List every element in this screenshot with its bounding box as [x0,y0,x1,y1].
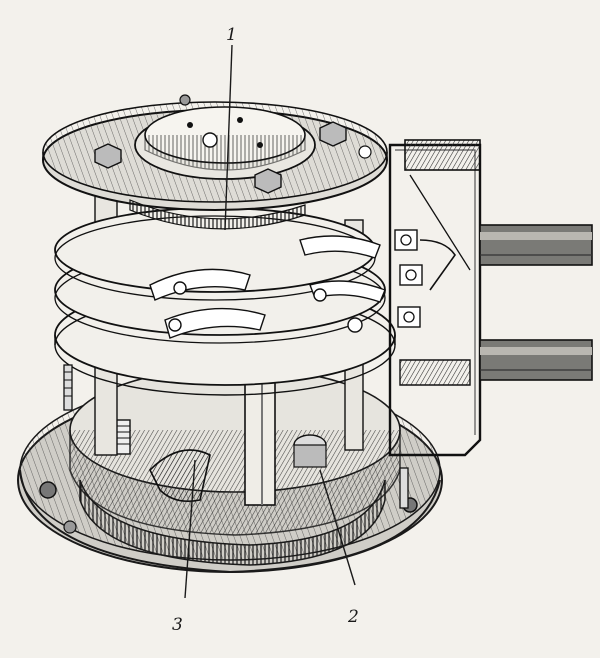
base-screw [63,520,77,534]
callout-3: 3 [172,615,183,635]
side-bracket [388,139,482,457]
gear-ring [129,199,306,230]
callout-1: 1 [226,25,237,45]
spring-center [293,434,327,468]
leader-line-3 [184,459,196,599]
knurled-ring [79,479,386,566]
output-shaft-upper [479,224,593,266]
center-hub [134,106,316,180]
contact-clips [149,235,386,339]
leader-lines [184,44,356,599]
terminals [394,229,456,328]
top-nuts [94,94,372,194]
leader-line-2 [319,469,356,586]
output-shaft-lower [479,339,593,381]
base-screw [39,481,57,499]
callout-2: 2 [347,607,359,627]
leader-line-1 [224,44,233,231]
base-posts [63,364,409,509]
